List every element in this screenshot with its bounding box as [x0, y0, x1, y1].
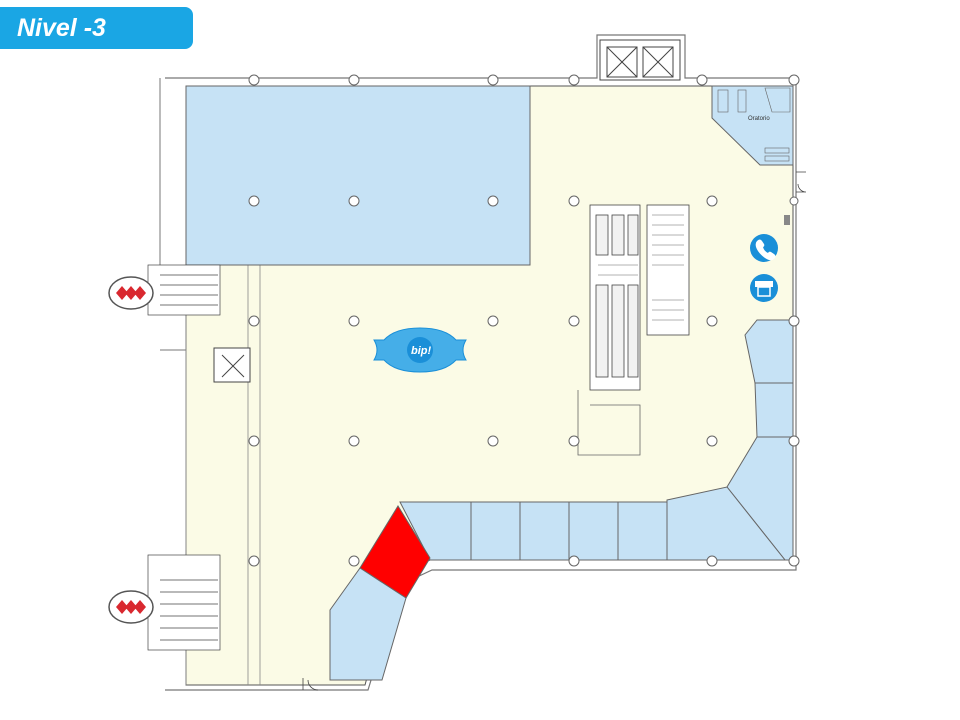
door-bottom — [302, 678, 319, 691]
stairs-left-bottom — [147, 554, 221, 651]
columns — [248, 74, 800, 567]
atm-icon[interactable] — [750, 274, 778, 302]
store-bottom-3 — [519, 501, 570, 561]
metro-logo — [108, 276, 154, 310]
store-diagonal-1 — [329, 567, 407, 681]
elevator-top — [599, 39, 681, 81]
store-bottom-1 — [399, 501, 472, 561]
store-oratorio — [711, 85, 794, 166]
escalators — [589, 204, 690, 391]
bip-card-recharge-icon[interactable]: bip! — [373, 327, 467, 373]
telephone-icon[interactable] — [750, 234, 778, 262]
level-label: Nivel -3 — [0, 7, 193, 49]
hatch-marker — [784, 215, 790, 225]
stairs-left-top — [147, 264, 221, 316]
store-bottom-2 — [470, 501, 521, 561]
door-right — [796, 171, 807, 193]
bip-logo: bip! — [411, 345, 431, 357]
store-right-2 — [754, 382, 794, 438]
oratorio-label: Oratorio — [748, 116, 770, 122]
store-large-top-left — [185, 85, 531, 266]
store-bottom-5 — [617, 501, 668, 561]
store-bottom-4 — [568, 501, 619, 561]
metro-logo — [108, 590, 154, 624]
